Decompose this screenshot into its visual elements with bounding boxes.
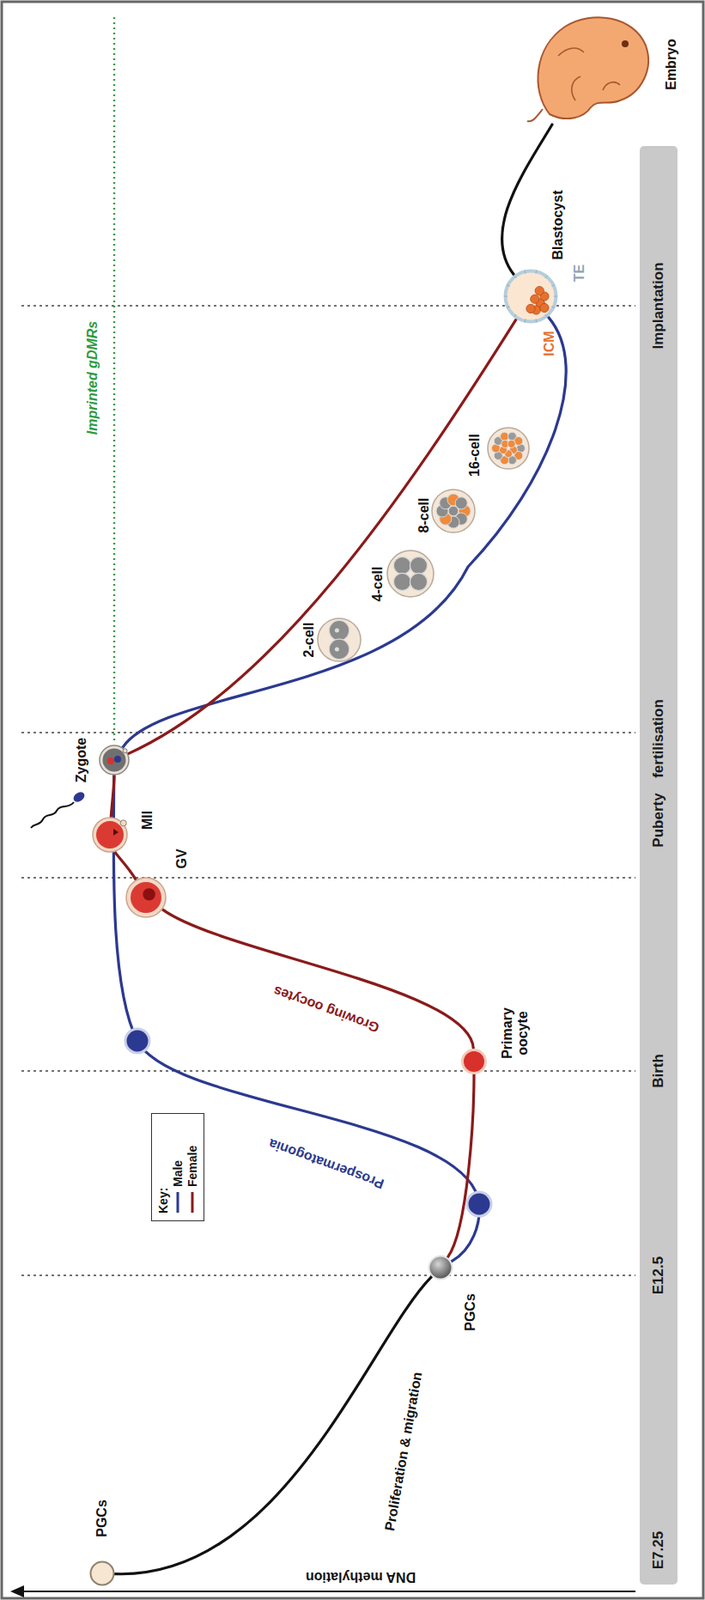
cell-circle: PGCs <box>427 1254 454 1281</box>
stage-label: 8-cell <box>416 498 432 534</box>
time-axis-bar <box>639 145 678 1585</box>
curve-label: Growing oocytes <box>271 983 382 1036</box>
cell-circle: GV <box>125 876 167 918</box>
stage-label: Primary oocyte <box>499 1005 530 1061</box>
methylation-curve <box>113 775 480 1262</box>
stage-label: GV <box>174 848 190 869</box>
stage-label: ICM <box>541 330 558 356</box>
cell-circle: 2-cell <box>316 617 362 663</box>
methylation-curve <box>448 1074 475 1258</box>
stage-label: Blastocyst <box>550 190 566 261</box>
legend-text: Male <box>170 1160 185 1187</box>
methylation-curve <box>122 316 566 748</box>
stage-label: Embryo <box>663 38 680 91</box>
methylation-curve <box>110 775 115 817</box>
stage-label: Zygote <box>73 737 90 783</box>
time-label: Puberty <box>650 792 668 847</box>
stage-label: PGCs <box>94 1499 110 1538</box>
imprint-line <box>113 15 116 741</box>
sperm-symbol <box>30 790 87 828</box>
node-shape <box>125 876 167 918</box>
stage-label: 2-cell <box>301 622 317 658</box>
time-label: fertilisation <box>650 698 668 778</box>
node-shape <box>386 549 435 598</box>
legend-row: Female <box>184 1118 200 1214</box>
legend-box: Key:MaleFemale <box>151 1112 205 1222</box>
node-shape <box>89 1560 116 1587</box>
stage-label: MII <box>139 810 156 830</box>
node-shape <box>91 816 128 853</box>
methylation-axis-arrow <box>10 1585 636 1598</box>
methylation-curve <box>163 909 475 1049</box>
node-shape <box>98 744 130 776</box>
embryo-figure: Embryo <box>523 4 653 125</box>
legend-line <box>188 1191 197 1214</box>
node-shape <box>431 488 476 534</box>
time-label: Birth <box>650 1053 668 1088</box>
node-shape <box>503 268 559 324</box>
time-label: Implantation <box>650 261 668 349</box>
legend-text: Female <box>185 1145 200 1187</box>
cell-circle: BlastocystTEICM <box>503 268 559 324</box>
cell-circle: PGCs <box>89 1560 116 1587</box>
cell-circle: MII <box>91 816 128 853</box>
legend-heading: Key: <box>155 1118 171 1214</box>
methylation-curve <box>115 851 136 880</box>
curve-label: Imprinted gDMRs <box>85 321 101 435</box>
node-shape <box>461 1048 487 1075</box>
node-shape <box>523 4 653 125</box>
stage-label: TE <box>571 264 588 282</box>
node-shape <box>427 1254 454 1281</box>
cell-circle: 16-cell <box>486 426 530 470</box>
stage-label: PGCs <box>462 1293 479 1331</box>
methylation-curve <box>502 124 553 275</box>
curve-label: Prospermatogonia <box>267 1136 387 1192</box>
cell-circle: 8-cell <box>431 488 476 534</box>
time-label: E12.5 <box>650 1256 668 1295</box>
node-shape <box>486 426 530 470</box>
methylation-curve <box>127 319 517 754</box>
node-shape <box>316 617 362 663</box>
curve-label: DNA methylation <box>305 1568 416 1585</box>
time-label: E7.25 <box>650 1531 668 1569</box>
legend-row: Male <box>170 1118 185 1214</box>
legend-line <box>173 1191 183 1214</box>
methylation-curve <box>115 1276 432 1575</box>
cell-circle: Zygote <box>98 744 130 776</box>
stage-label: 4-cell <box>370 566 386 602</box>
curve-label: Proliferation & migration <box>382 1370 426 1532</box>
stage-label: 16-cell <box>467 433 483 477</box>
cell-circle: Primary oocyte <box>461 1048 487 1075</box>
cell-circle: 4-cell <box>386 549 435 598</box>
